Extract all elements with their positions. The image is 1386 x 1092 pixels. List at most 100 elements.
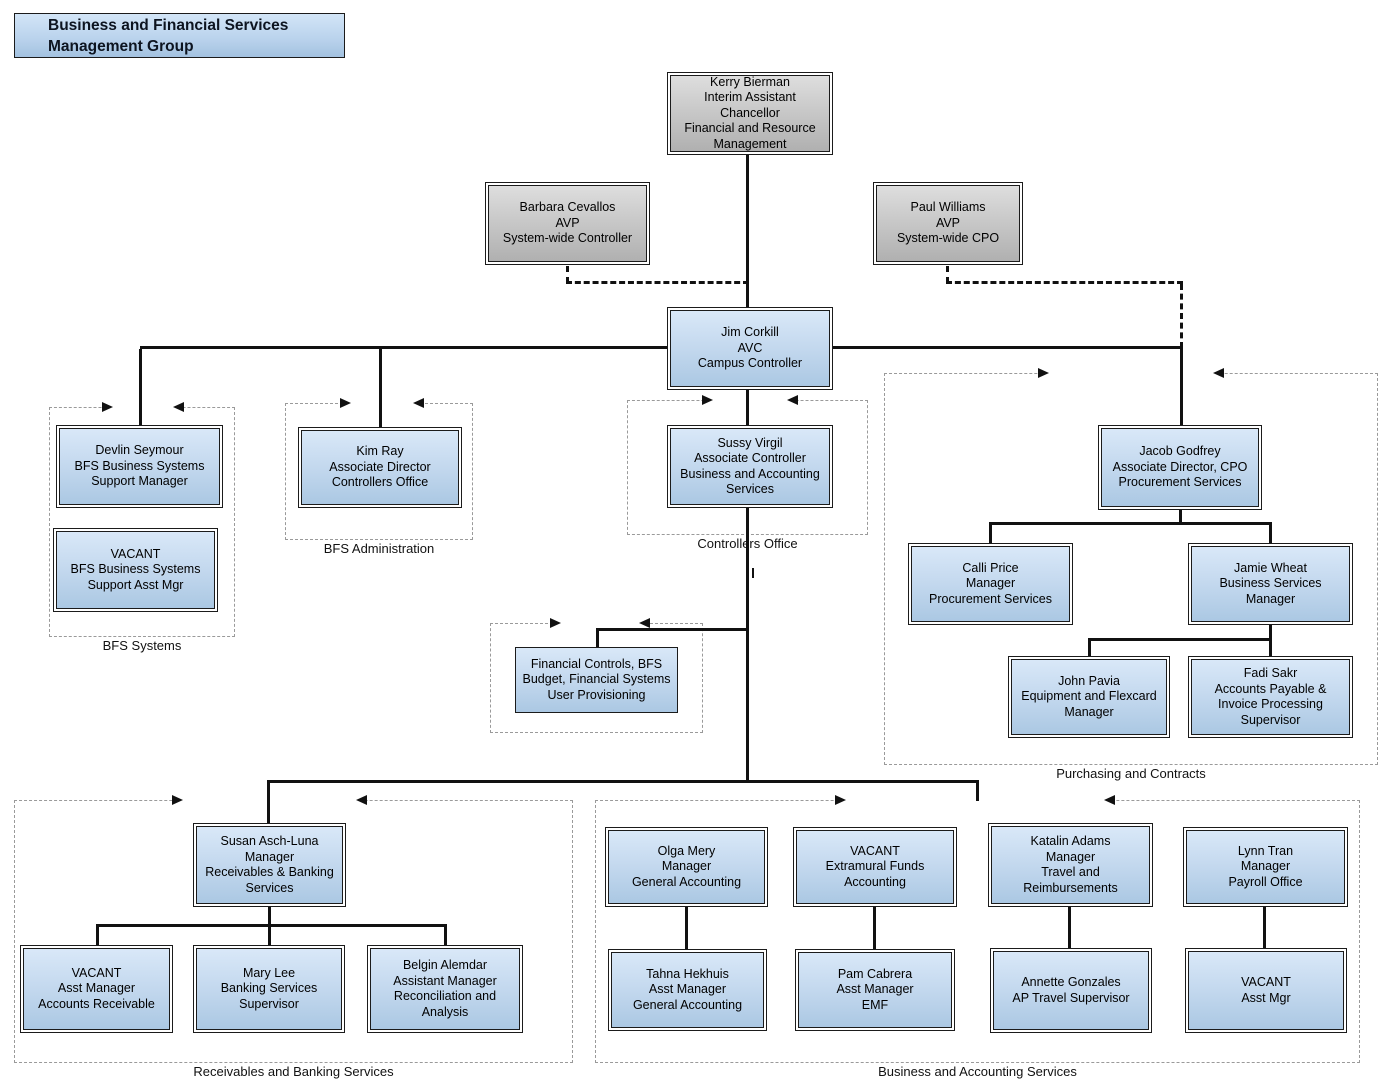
org-box-text: Olga Mery Manager General Accounting xyxy=(608,830,765,904)
connector xyxy=(873,907,876,949)
org-box-annette-gonzales: Annette Gonzales AP Travel Supervisor xyxy=(990,948,1152,1033)
org-box-text: Jamie Wheat Business Services Manager xyxy=(1191,546,1350,622)
org-box-text: VACANT Asst Mgr xyxy=(1188,951,1344,1030)
arrow-left-icon xyxy=(787,395,798,405)
connector xyxy=(268,907,271,926)
group-label-bfs-systems: BFS Systems xyxy=(102,638,182,653)
connector xyxy=(746,155,749,308)
connector xyxy=(596,631,599,647)
connector-tick xyxy=(752,568,754,578)
connector xyxy=(1088,641,1091,656)
org-box-text: Katalin Adams Manager Travel and Reimbur… xyxy=(991,826,1150,904)
dashed-connector xyxy=(566,281,749,284)
org-box-text: VACANT Asst Manager Accounts Receivable xyxy=(23,948,170,1030)
connector xyxy=(267,780,979,783)
arrow-right-icon xyxy=(550,618,561,628)
arrow-right-icon xyxy=(702,395,713,405)
org-box-jamie-wheat: Jamie Wheat Business Services Manager xyxy=(1188,543,1353,625)
connector xyxy=(746,390,749,425)
org-box-text: Jacob Godfrey Associate Director, CPO Pr… xyxy=(1101,428,1259,507)
connector xyxy=(989,522,1272,525)
org-box-katalin-adams: Katalin Adams Manager Travel and Reimbur… xyxy=(988,823,1153,907)
org-box-tahna-hekhuis: Tahna Hekhuis Asst Manager General Accou… xyxy=(608,949,767,1031)
group-gap xyxy=(340,402,424,406)
arrow-right-icon xyxy=(340,398,351,408)
org-box-vacant-payroll: VACANT Asst Mgr xyxy=(1185,948,1347,1033)
group-label-purchasing-contracts: Purchasing and Contracts xyxy=(1056,766,1206,781)
connector xyxy=(1269,625,1272,640)
org-box-jacob-godfrey: Jacob Godfrey Associate Director, CPO Pr… xyxy=(1098,425,1262,510)
arrow-left-icon xyxy=(413,398,424,408)
connector xyxy=(1180,349,1183,425)
org-box-pam-cabrera: Pam Cabrera Asst Manager EMF xyxy=(795,949,955,1031)
org-box-calli-price: Calli Price Manager Procurement Services xyxy=(908,543,1073,625)
arrow-left-icon xyxy=(173,402,184,412)
page-title: Business and Financial Services Manageme… xyxy=(14,13,345,58)
group-gap xyxy=(1038,372,1224,376)
org-box-kerry-bierman: Kerry Bierman Interim Assistant Chancell… xyxy=(667,72,833,155)
org-box-text: Calli Price Manager Procurement Services xyxy=(911,546,1070,622)
group-purchasing-contracts: Purchasing and Contracts xyxy=(884,368,1378,781)
group-gap xyxy=(550,622,650,626)
org-box-vacant-extramural-funds: VACANT Extramural Funds Accounting xyxy=(793,827,957,907)
connector xyxy=(96,927,99,945)
org-box-text: VACANT Extramural Funds Accounting xyxy=(796,830,954,904)
connector xyxy=(444,927,447,945)
connector xyxy=(596,628,749,631)
org-box-text: Kim Ray Associate Director Controllers O… xyxy=(301,430,459,505)
org-box-text: Mary Lee Banking Services Supervisor xyxy=(196,948,342,1030)
arrow-left-icon xyxy=(1104,795,1115,805)
org-box-lynn-tran: Lynn Tran Manager Payroll Office xyxy=(1183,827,1348,907)
connector xyxy=(685,907,688,949)
org-box-text: Devlin Seymour BFS Business Systems Supp… xyxy=(59,428,220,505)
dashed-connector xyxy=(1180,284,1183,348)
connector xyxy=(96,924,447,927)
org-box-text: Barbara Cevallos AVP System-wide Control… xyxy=(488,185,647,262)
org-box-paul-williams: Paul Williams AVP System-wide CPO xyxy=(873,182,1023,265)
arrow-right-icon xyxy=(172,795,183,805)
connector xyxy=(1269,641,1272,656)
org-box-text: Sussy Virgil Associate Controller Busine… xyxy=(670,428,830,505)
arrow-left-icon xyxy=(356,795,367,805)
arrow-right-icon xyxy=(835,795,846,805)
org-box-text: Kerry Bierman Interim Assistant Chancell… xyxy=(670,75,830,152)
connector xyxy=(139,349,142,425)
org-box-text: Pam Cabrera Asst Manager EMF xyxy=(798,952,952,1028)
connector xyxy=(267,783,270,823)
connector xyxy=(1088,638,1272,641)
org-box-text: John Pavia Equipment and Flexcard Manage… xyxy=(1011,659,1167,735)
arrow-right-icon xyxy=(1038,368,1049,378)
org-box-text: Susan Asch-Luna Manager Receivables & Ba… xyxy=(196,826,343,904)
org-box-text: Financial Controls, BFS Budget, Financia… xyxy=(516,648,677,712)
arrow-left-icon xyxy=(639,618,650,628)
org-box-john-pavia: John Pavia Equipment and Flexcard Manage… xyxy=(1008,656,1170,738)
connector xyxy=(1179,510,1182,524)
org-box-text: VACANT BFS Business Systems Support Asst… xyxy=(56,531,215,609)
org-box-belgin-alemdar: Belgin Alemdar Assistant Manager Reconci… xyxy=(367,945,523,1033)
org-box-fadi-sakr: Fadi Sakr Accounts Payable & Invoice Pro… xyxy=(1188,656,1353,738)
org-box-text: Paul Williams AVP System-wide CPO xyxy=(876,185,1020,262)
group-business-accounting: Business and Accounting Services xyxy=(595,795,1360,1079)
group-gap xyxy=(702,399,798,403)
org-box-financial-controls: Financial Controls, BFS Budget, Financia… xyxy=(515,647,678,713)
connector xyxy=(1269,525,1272,543)
connector xyxy=(1263,907,1266,948)
org-box-kim-ray: Kim Ray Associate Director Controllers O… xyxy=(298,427,462,508)
group-label-receivables-banking: Receivables and Banking Services xyxy=(193,1064,394,1079)
group-gap xyxy=(835,799,1115,803)
org-box-sussy-virgil: Sussy Virgil Associate Controller Busine… xyxy=(667,425,833,508)
arrow-left-icon xyxy=(1213,368,1224,378)
org-box-text: Jim Corkill AVC Campus Controller xyxy=(670,310,830,387)
arrow-right-icon xyxy=(102,402,113,412)
group-financial-controls xyxy=(490,618,703,733)
org-box-susan-asch-luna: Susan Asch-Luna Manager Receivables & Ba… xyxy=(193,823,346,907)
dashed-connector xyxy=(946,266,949,283)
connector xyxy=(989,525,992,543)
connector xyxy=(379,349,382,427)
org-box-vacant-accounts-receivable: VACANT Asst Manager Accounts Receivable xyxy=(20,945,173,1033)
group-bfs-systems: BFS Systems xyxy=(49,402,235,653)
connector xyxy=(1068,907,1071,948)
org-box-olga-mery: Olga Mery Manager General Accounting xyxy=(605,827,768,907)
org-box-text: Belgin Alemdar Assistant Manager Reconci… xyxy=(370,948,520,1030)
